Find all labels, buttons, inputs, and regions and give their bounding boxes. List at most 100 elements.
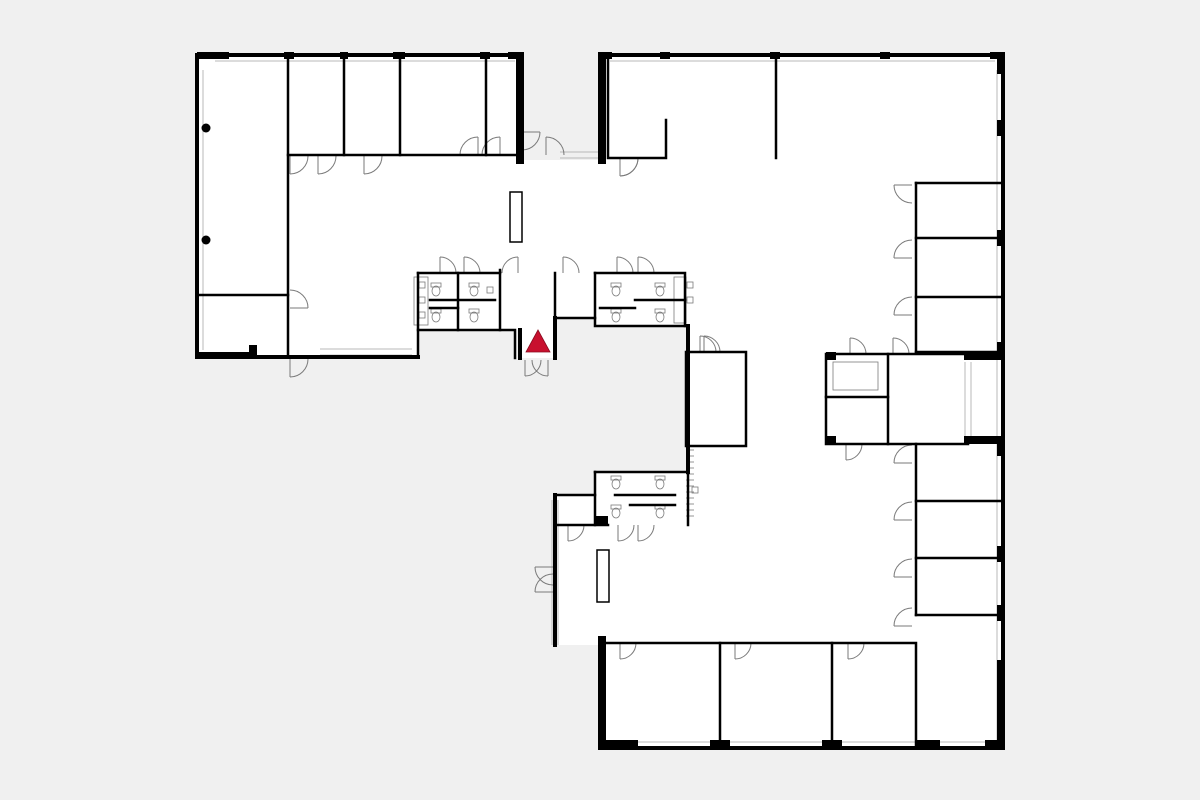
door-icon [501,256,519,274]
toilet-bowl [655,311,665,323]
toilet-icon [654,475,666,490]
door-swing [847,642,865,660]
door-icon [893,239,913,259]
toilet-bowl [655,478,665,490]
door-swing [501,256,519,274]
sink-icon [691,486,699,494]
door-icon [637,524,655,542]
door-icon [317,155,337,175]
door-swing [849,337,867,355]
wall-pier [249,345,257,359]
toilet-bowl [611,478,621,490]
door-icon [562,256,580,274]
door-swing [524,359,542,377]
toilet-bowl [611,507,621,519]
sink-basin [486,286,494,294]
wall-pier [985,740,1005,748]
door-swing [893,558,913,578]
toilet-bowl [431,285,441,297]
toilet-tank [654,475,666,481]
door-icon [439,256,457,274]
door-swing [363,155,383,175]
door-icon [892,337,910,355]
toilet-tank [610,475,622,481]
door-swing [481,136,501,156]
core-block-floor [826,354,970,444]
door-swing [699,335,717,353]
toilet-bowl [469,285,479,297]
toilet-tank [468,282,480,288]
door-icon [289,289,309,309]
door-icon [531,359,549,377]
toilet-tank [654,282,666,288]
door-swing [534,573,554,593]
wall-pier [964,436,1004,444]
door-swing [459,136,479,156]
toilet-bowl [469,311,479,323]
toilet-icon [654,282,666,297]
door-swing [734,642,752,660]
door-icon [893,558,913,578]
elevator-shaft [832,361,879,391]
column-dot-icon [201,235,211,245]
door-icon [845,443,863,461]
door-icon [893,607,913,627]
vanity-counter [413,276,429,326]
sink-basin [686,281,694,289]
toilet-icon [430,282,442,297]
door-icon [847,642,865,660]
door-icon [463,256,481,274]
door-swing [545,136,565,156]
door-icon [619,642,637,660]
toilet-icon [468,308,480,323]
sink-icon [686,281,694,289]
door-icon [545,136,565,156]
door-icon [521,131,541,151]
door-icon [849,337,867,355]
wall-pier [826,436,836,444]
door-icon [534,573,554,593]
door-swing [616,256,634,274]
door-icon [699,335,717,353]
door-swing [531,359,549,377]
corridor-panel [596,549,610,603]
door-icon [617,524,635,542]
door-icon [567,524,585,542]
window-strip [964,362,972,440]
toilet-bowl [611,285,621,297]
wall-pier [594,516,608,524]
door-swing [845,443,863,461]
wall-pier [964,352,1004,360]
toilet-icon [610,475,622,490]
sink-basin [686,296,694,304]
toilet-icon [610,282,622,297]
door-swing [893,184,913,204]
door-swing [617,524,635,542]
toilet-tank [610,504,622,510]
door-swing [562,256,580,274]
door-swing [893,501,913,521]
door-swing [703,335,721,353]
interior-wall [416,271,517,360]
column-dot-icon [201,123,211,133]
toilet-bowl [655,285,665,297]
door-icon [289,155,309,175]
door-icon [734,642,752,660]
door-icon [893,184,913,204]
floor-area [197,55,1003,748]
sink-basin [691,486,699,494]
toilet-tank [654,308,666,314]
wall-pier [598,740,638,748]
door-swing [637,524,655,542]
toilet-icon [468,282,480,297]
door-swing [892,337,910,355]
door-icon [524,359,542,377]
wall-pier [826,352,836,360]
door-icon [893,296,913,316]
corridor-panel [509,191,523,243]
door-swing [439,256,457,274]
door-icon [289,358,309,378]
door-swing [289,289,309,309]
walls [195,52,1005,750]
